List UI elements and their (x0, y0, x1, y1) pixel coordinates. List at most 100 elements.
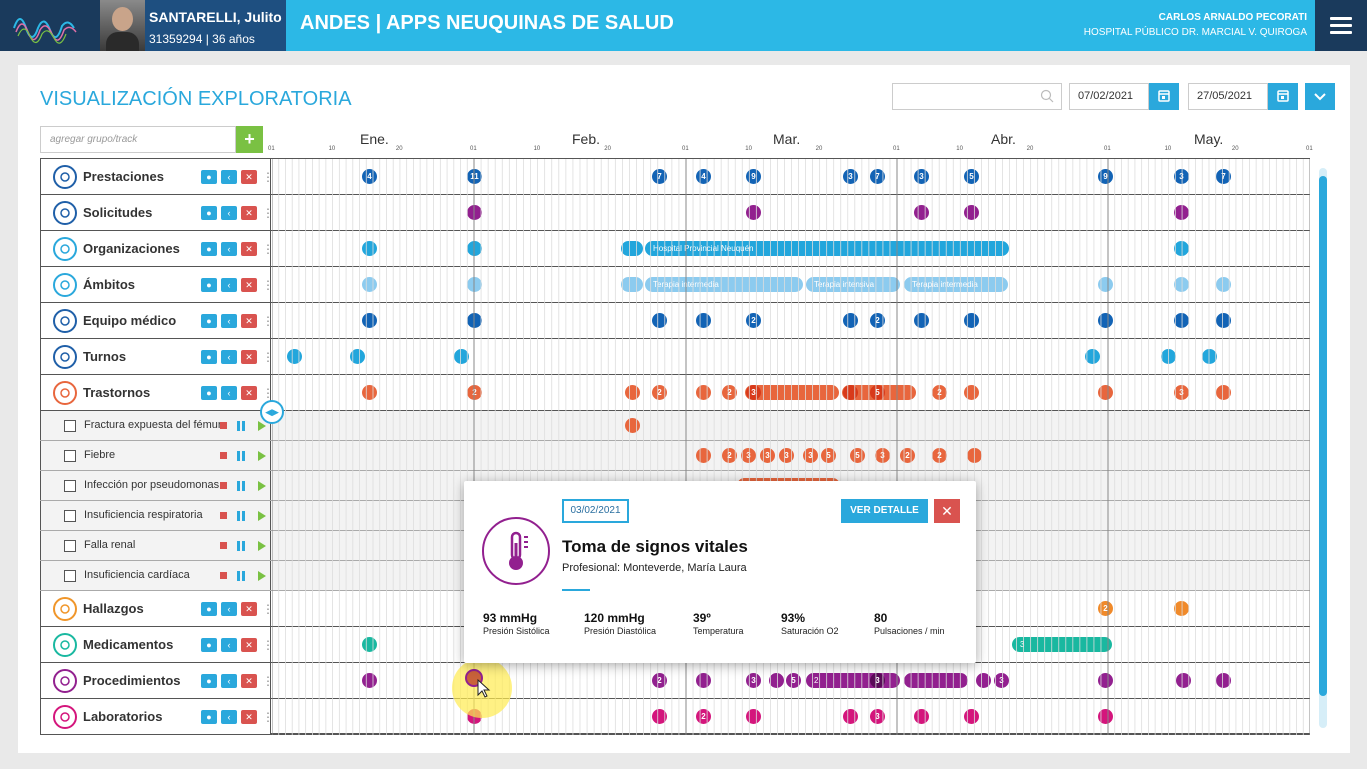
event-dot[interactable] (1174, 240, 1189, 256)
event-range-bar[interactable] (904, 672, 968, 688)
event-dot[interactable]: 3 (875, 447, 890, 463)
view-detail-button[interactable]: VER DETALLE (841, 499, 928, 523)
event-dot[interactable]: 3 (1174, 384, 1189, 400)
event-dot[interactable]: 2 (652, 384, 667, 400)
pause-icon[interactable] (237, 480, 245, 491)
date-to-input[interactable]: 27/05/2021 (1188, 83, 1268, 110)
remove-button[interactable]: ✕ (241, 673, 257, 688)
remove-button[interactable]: ✕ (241, 169, 257, 184)
menu-button[interactable] (1315, 0, 1367, 51)
event-dot[interactable]: 3 (746, 672, 761, 688)
event-dot[interactable]: 7 (1216, 168, 1231, 184)
event-dot[interactable]: 2 (652, 672, 667, 688)
play-icon[interactable] (258, 480, 266, 491)
event-dot[interactable]: 7 (870, 168, 885, 184)
event-dot[interactable]: 5 (870, 384, 885, 400)
andes-logo[interactable] (0, 0, 100, 51)
event-dot[interactable]: 3 (741, 447, 756, 463)
event-dot[interactable] (652, 312, 667, 328)
event-dot[interactable] (976, 672, 991, 688)
eye-button[interactable]: ● (201, 709, 217, 724)
event-dot[interactable] (1216, 384, 1231, 400)
more-options-icon[interactable]: ⋮ (262, 673, 274, 688)
event-dot[interactable] (1216, 672, 1231, 688)
event-dot[interactable] (1216, 276, 1231, 292)
subtrack-checkbox[interactable] (64, 569, 76, 582)
event-dot[interactable]: 3 (1174, 168, 1189, 184)
collapse-button[interactable]: ‹ (221, 277, 237, 292)
event-dot[interactable]: 2 (746, 312, 761, 328)
event-dot[interactable] (1098, 312, 1113, 328)
event-dot[interactable]: 3 (843, 168, 858, 184)
event-dot[interactable] (964, 384, 979, 400)
event-dot[interactable] (1085, 348, 1100, 364)
collapse-button[interactable]: ‹ (221, 637, 237, 652)
event-dot[interactable]: 3 (779, 447, 794, 463)
subtrack-checkbox[interactable] (64, 479, 76, 492)
pause-icon[interactable] (237, 540, 245, 551)
event-dot[interactable] (1202, 348, 1217, 364)
event-dot[interactable] (964, 708, 979, 724)
pause-icon[interactable] (237, 450, 245, 461)
subtrack-checkbox[interactable] (64, 419, 76, 432)
collapse-button[interactable]: ‹ (221, 673, 237, 688)
collapse-button[interactable]: ‹ (221, 601, 237, 616)
event-dot[interactable]: 7 (652, 168, 667, 184)
remove-button[interactable]: ✕ (241, 313, 257, 328)
remove-button[interactable]: ✕ (241, 277, 257, 292)
options-dropdown-button[interactable] (1305, 83, 1335, 110)
remove-button[interactable]: ✕ (241, 349, 257, 364)
more-options-icon[interactable]: ⋮ (262, 313, 274, 328)
scrollbar-thumb[interactable] (1319, 176, 1327, 696)
eye-button[interactable]: ● (201, 601, 217, 616)
play-icon[interactable] (258, 570, 266, 581)
stop-icon[interactable] (220, 451, 227, 459)
event-dot[interactable] (843, 384, 858, 400)
more-options-icon[interactable]: ⋮ (262, 385, 274, 400)
event-dot[interactable] (1174, 600, 1189, 616)
remove-button[interactable]: ✕ (241, 205, 257, 220)
collapse-button[interactable]: ‹ (221, 385, 237, 400)
event-range-bar[interactable] (621, 240, 643, 256)
event-dot[interactable] (746, 204, 761, 220)
stop-icon[interactable] (220, 541, 227, 549)
event-range-bar[interactable] (745, 384, 839, 400)
eye-button[interactable]: ● (201, 385, 217, 400)
eye-button[interactable]: ● (201, 205, 217, 220)
remove-button[interactable]: ✕ (241, 385, 257, 400)
collapse-button[interactable]: ‹ (221, 169, 237, 184)
event-dot[interactable] (287, 348, 302, 364)
eye-button[interactable]: ● (201, 313, 217, 328)
pause-icon[interactable] (237, 570, 245, 581)
event-dot[interactable] (1098, 384, 1113, 400)
more-options-icon[interactable]: ⋮ (262, 241, 274, 256)
search-input[interactable] (892, 83, 1062, 110)
date-from-input[interactable]: 07/02/2021 (1069, 83, 1149, 110)
event-dot[interactable]: 9 (1098, 168, 1113, 184)
add-track-button[interactable]: + (236, 126, 263, 153)
more-options-icon[interactable]: ⋮ (262, 277, 274, 292)
remove-button[interactable]: ✕ (241, 241, 257, 256)
eye-button[interactable]: ● (201, 349, 217, 364)
event-dot[interactable]: 3 (746, 384, 761, 400)
play-icon[interactable] (258, 540, 266, 551)
event-dot[interactable] (350, 348, 365, 364)
date-to-calendar-button[interactable] (1268, 83, 1298, 110)
play-icon[interactable] (258, 510, 266, 521)
collapse-button[interactable]: ‹ (221, 349, 237, 364)
event-dot[interactable]: 5 (821, 447, 836, 463)
stop-icon[interactable] (220, 481, 227, 489)
eye-button[interactable]: ● (201, 673, 217, 688)
more-options-icon[interactable]: ⋮ (262, 349, 274, 364)
close-popup-button[interactable]: ✕ (934, 499, 960, 523)
collapse-button[interactable]: ‹ (221, 313, 237, 328)
pause-icon[interactable] (237, 510, 245, 521)
stop-icon[interactable] (220, 421, 227, 429)
collapse-button[interactable]: ‹ (221, 205, 237, 220)
event-dot[interactable]: 5 (786, 672, 801, 688)
collapse-button[interactable]: ‹ (221, 241, 237, 256)
event-dot[interactable]: 5 (964, 168, 979, 184)
event-dot[interactable]: 3 (870, 708, 885, 724)
event-dot[interactable] (652, 708, 667, 724)
event-dot[interactable]: 9 (746, 168, 761, 184)
